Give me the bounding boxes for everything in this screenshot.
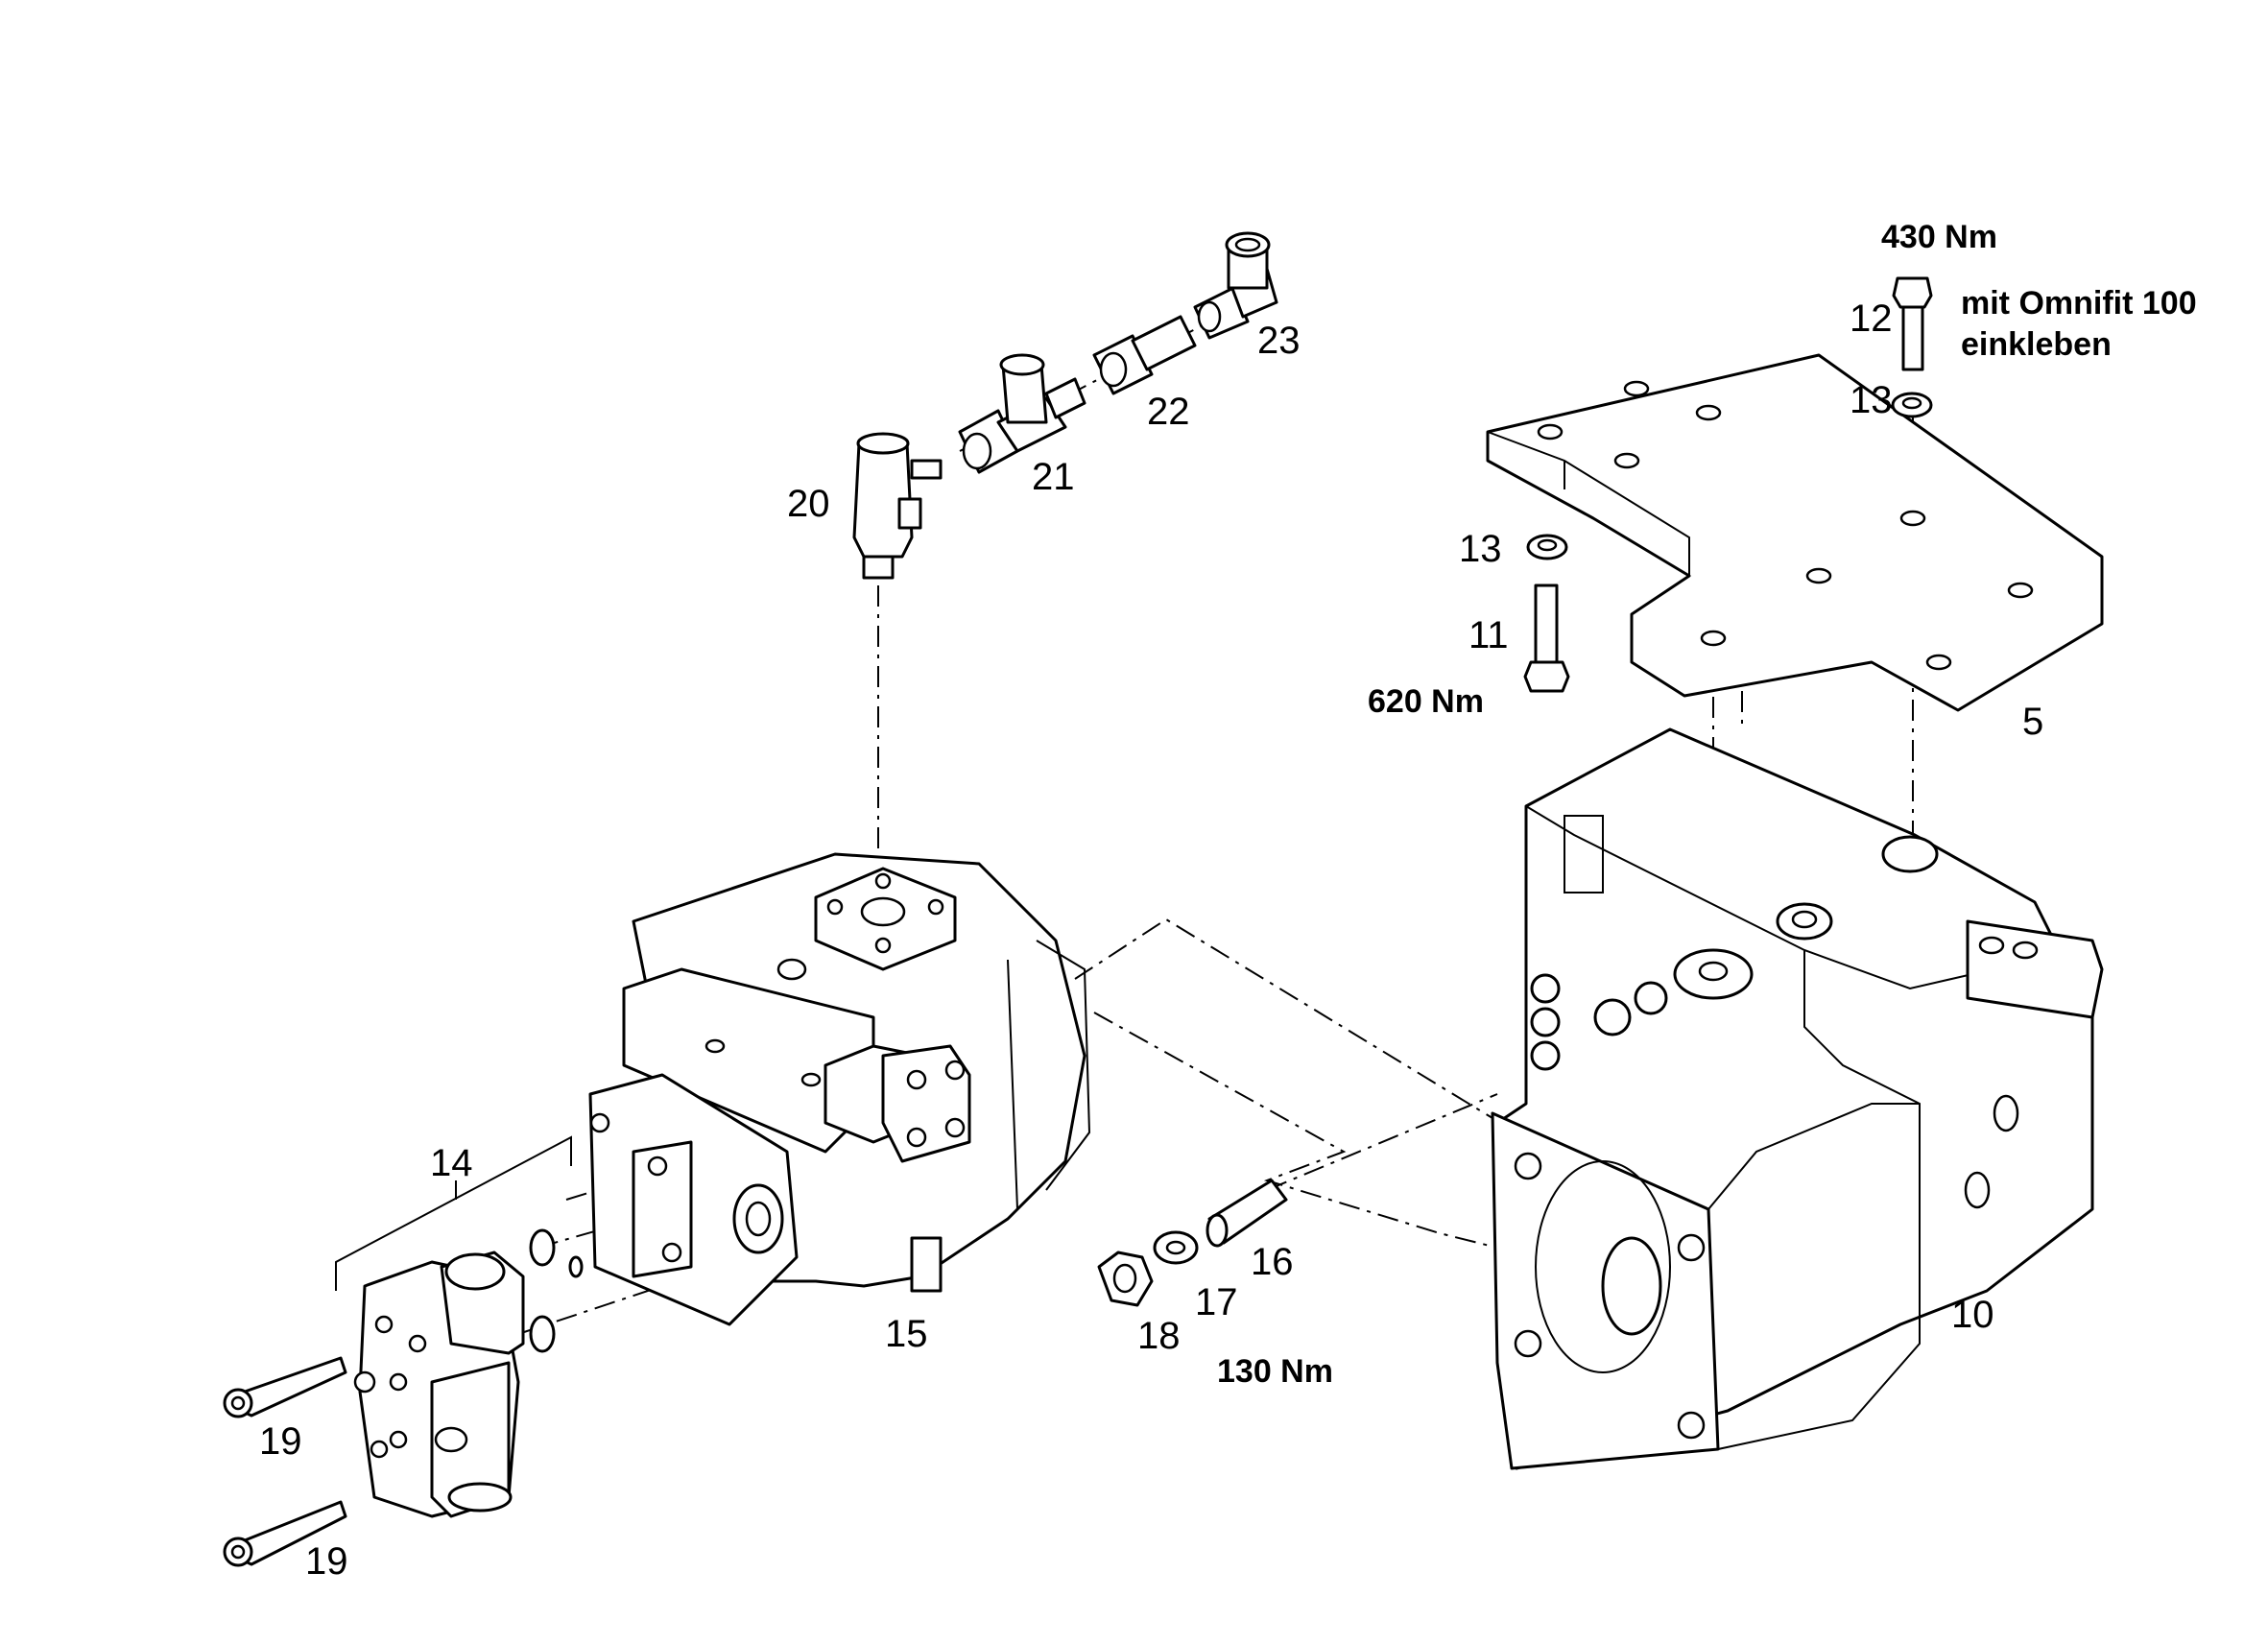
callout-14: 14: [430, 1142, 473, 1184]
callout-13-lower: 13: [1459, 528, 1502, 570]
part-22-union: [1092, 315, 1197, 395]
part-10-housing: [1491, 727, 2104, 1470]
part-5-bracket: [1486, 353, 2104, 712]
torque-label-nut-18: 130 Nm: [1217, 1353, 1333, 1390]
torque-label-bolt-11: 620 Nm: [1368, 683, 1484, 720]
note-line-1: mit Omnifit 100: [1961, 285, 2197, 322]
part-16-stud: [1206, 1179, 1288, 1248]
annotations: 430 Nm mit Omnifit 100 einkleben 620 Nm …: [1217, 219, 2197, 1390]
part-13-washer-lower: [1526, 534, 1568, 560]
callout-15: 15: [885, 1313, 928, 1355]
torque-label-bolt-12: 430 Nm: [1881, 219, 1997, 255]
part-20-valve: [852, 432, 943, 580]
part-23-elbow: [1193, 231, 1278, 340]
part-17-washer: [1153, 1230, 1199, 1265]
part-19-screw-lower: [223, 1500, 347, 1567]
callout-11: 11: [1468, 614, 1509, 656]
part-13-washer-upper: [1891, 392, 1933, 418]
callout-12: 12: [1850, 298, 1893, 340]
callout-21: 21: [1032, 456, 1075, 498]
callout-23: 23: [1257, 320, 1301, 362]
callout-5: 5: [2022, 701, 2043, 743]
part-15-pump: [588, 852, 1091, 1326]
part-11-bolt: [1523, 584, 1570, 693]
part-19-screw-upper: [223, 1356, 347, 1418]
callout-17: 17: [1195, 1281, 1238, 1323]
callout-13-upper: 13: [1850, 379, 1893, 421]
callout-19-lower: 19: [305, 1540, 348, 1583]
callout-22: 22: [1147, 391, 1190, 433]
callout-16: 16: [1251, 1241, 1294, 1283]
callout-10: 10: [1951, 1294, 1994, 1336]
callout-20: 20: [787, 483, 830, 525]
callout-19-upper: 19: [259, 1420, 302, 1463]
callout-18: 18: [1137, 1315, 1181, 1357]
part-12-bolt: [1892, 276, 1933, 371]
callout-labels: 5 10 11 12 13 13 14 15 16 17 18 19 19 20…: [259, 298, 2043, 1583]
part-18-nut: [1097, 1251, 1154, 1307]
note-line-2: einkleben: [1961, 326, 2112, 363]
part-14-valve-block: [335, 1135, 584, 1518]
part-21-tee-fitting: [958, 353, 1086, 474]
